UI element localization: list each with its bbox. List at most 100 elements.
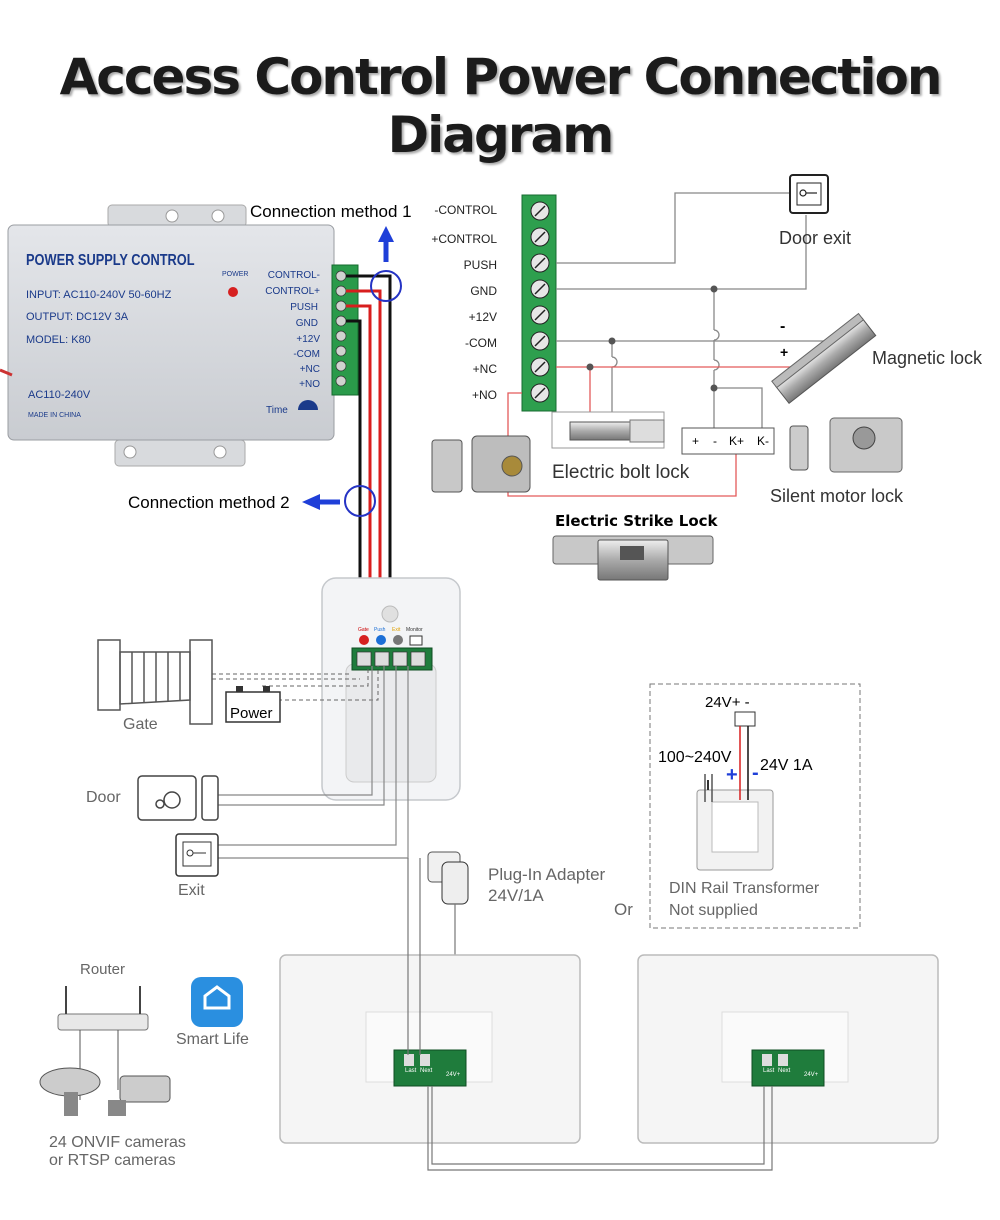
psu-terminal-label: +12V <box>296 334 320 345</box>
plug-adapter-label: Plug-In Adapter <box>488 865 606 884</box>
monitor-port-label: Last <box>405 1068 417 1074</box>
psu-terminal-label: +NC <box>299 364 320 375</box>
terminal-label: +NC <box>472 362 497 376</box>
psu-time-label: Time <box>266 405 288 416</box>
method2-marker <box>344 485 376 517</box>
monitor-port-label: Next <box>420 1068 433 1074</box>
psu-terminal-label: PUSH <box>290 302 318 313</box>
electric-bolt-lock-label: Electric bolt lock <box>552 462 690 483</box>
terminal-label: -COM <box>465 336 497 350</box>
psu-output: OUTPUT: DC12V 3A <box>26 311 129 323</box>
connection-method-1-label: Connection method 1 <box>250 202 412 221</box>
cameras-label: 24 ONVIF cameras <box>49 1134 186 1151</box>
outdoor-port-label: Exit <box>392 627 401 633</box>
din-rail-label: DIN Rail Transformer <box>669 880 820 897</box>
plug-adapter-rating: 24V/1A <box>488 886 544 905</box>
psu-ac-label: AC110-240V <box>28 389 91 401</box>
monitor-link-wires <box>407 858 773 1171</box>
terminal-label: +12V <box>468 310 497 324</box>
electric-bolt-lock-icon <box>551 411 665 449</box>
door-lock-icon <box>137 775 219 821</box>
din-rating-label: 24V 1A <box>760 757 813 774</box>
electric-strike-lock-icon <box>552 535 714 581</box>
magnetic-lock-plus: + <box>780 344 789 360</box>
terminal-block <box>521 194 557 412</box>
electric-strike-lock-label: Electric Strike Lock <box>555 512 718 530</box>
door-exit-label: Door exit <box>779 228 852 248</box>
exit-label: Exit <box>178 882 205 899</box>
motor-terminal-label: - <box>713 434 717 448</box>
monitor-port-label: 24V+ <box>446 1072 461 1078</box>
outdoor-port-label: Push <box>374 627 386 633</box>
din-vout-label: 24V+ - <box>705 694 750 711</box>
din-plus-label: + <box>726 764 738 786</box>
psu-terminal-label: GND <box>295 318 318 329</box>
exit-button-icon <box>175 833 219 877</box>
terminal-label: PUSH <box>463 258 497 272</box>
din-rail-note: Not supplied <box>669 902 758 919</box>
rim-lock-icon <box>431 435 531 493</box>
outdoor-port-label: Gate <box>358 627 369 633</box>
din-minus-label: - <box>752 762 759 784</box>
magnetic-lock-icon <box>771 312 877 405</box>
silent-motor-lock-label: Silent motor lock <box>770 486 904 506</box>
din-vin-label: 100~240V <box>658 749 732 766</box>
din-rail-transformer-icon <box>696 711 774 871</box>
page-title: Access Control Power Connection Diagram <box>59 48 943 164</box>
terminal-label: GND <box>470 284 497 298</box>
motor-terminal-label: + <box>692 434 700 448</box>
dashed-gate-wires <box>212 666 379 701</box>
outdoor-unit <box>321 577 461 801</box>
indoor-monitor-2 <box>637 954 939 1144</box>
din-rail-frame <box>649 683 861 929</box>
magnetic-lock-minus: - <box>780 318 786 335</box>
door-exit-button-icon <box>789 174 829 214</box>
smart-life-app-icon <box>191 977 243 1027</box>
psu-terminal-label: -COM <box>293 349 320 360</box>
cameras-note: or RTSP cameras <box>49 1152 176 1169</box>
or-label: Or <box>614 900 633 919</box>
power-led-icon <box>228 287 238 297</box>
silent-motor-lock-icon <box>789 417 903 473</box>
connection-method-2-label: Connection method 2 <box>128 493 290 512</box>
psu-terminal-label: +NO <box>299 379 320 390</box>
arrow-up-icon <box>378 226 394 262</box>
terminal-label: +NO <box>471 388 497 402</box>
smart-life-label: Smart Life <box>176 1031 249 1048</box>
monitor-port-label: Last <box>763 1068 775 1074</box>
psu-terminal-label: CONTROL- <box>267 270 320 281</box>
method1-marker <box>370 270 402 302</box>
indoor-monitor-1 <box>279 954 581 1144</box>
psu-power-label: POWER <box>222 271 249 278</box>
right-red-wires <box>507 366 835 497</box>
monitor-port-label: 24V+ <box>804 1072 819 1078</box>
magnetic-lock-label: Magnetic lock <box>872 348 983 368</box>
battery-icon <box>225 686 281 723</box>
camera-icon <box>39 1067 171 1116</box>
psu-made-in: MADE IN CHINA <box>28 412 81 419</box>
motor-lock-terminal <box>681 427 775 455</box>
terminal-label: +CONTROL <box>431 232 497 246</box>
psu-heading: POWER SUPPLY CONTROL <box>26 252 195 269</box>
gate-icon <box>97 639 213 725</box>
power-label: Power <box>230 705 273 722</box>
terminal-label: -CONTROL <box>434 203 497 217</box>
monitor-port-label: Next <box>778 1068 791 1074</box>
router-icon <box>57 986 149 1100</box>
outdoor-port-label: Monitor <box>406 627 423 633</box>
psu-model: MODEL: K80 <box>26 334 91 346</box>
psu-terminal-label: CONTROL+ <box>265 286 320 297</box>
door-label: Door <box>86 789 121 806</box>
arrow-left-icon <box>302 494 340 510</box>
motor-terminal-label: K- <box>757 434 769 448</box>
psu-terminal-strip <box>331 264 359 396</box>
right-gray-wires <box>556 192 845 428</box>
router-label: Router <box>80 961 126 978</box>
psu-wires <box>346 274 392 605</box>
gate-label: Gate <box>123 716 158 733</box>
power-supply-unit <box>0 204 335 467</box>
timer-knob-icon <box>298 400 318 410</box>
psu-input: INPUT: AC110-240V 50-60HZ <box>26 289 172 301</box>
motor-terminal-label: K+ <box>729 434 745 448</box>
